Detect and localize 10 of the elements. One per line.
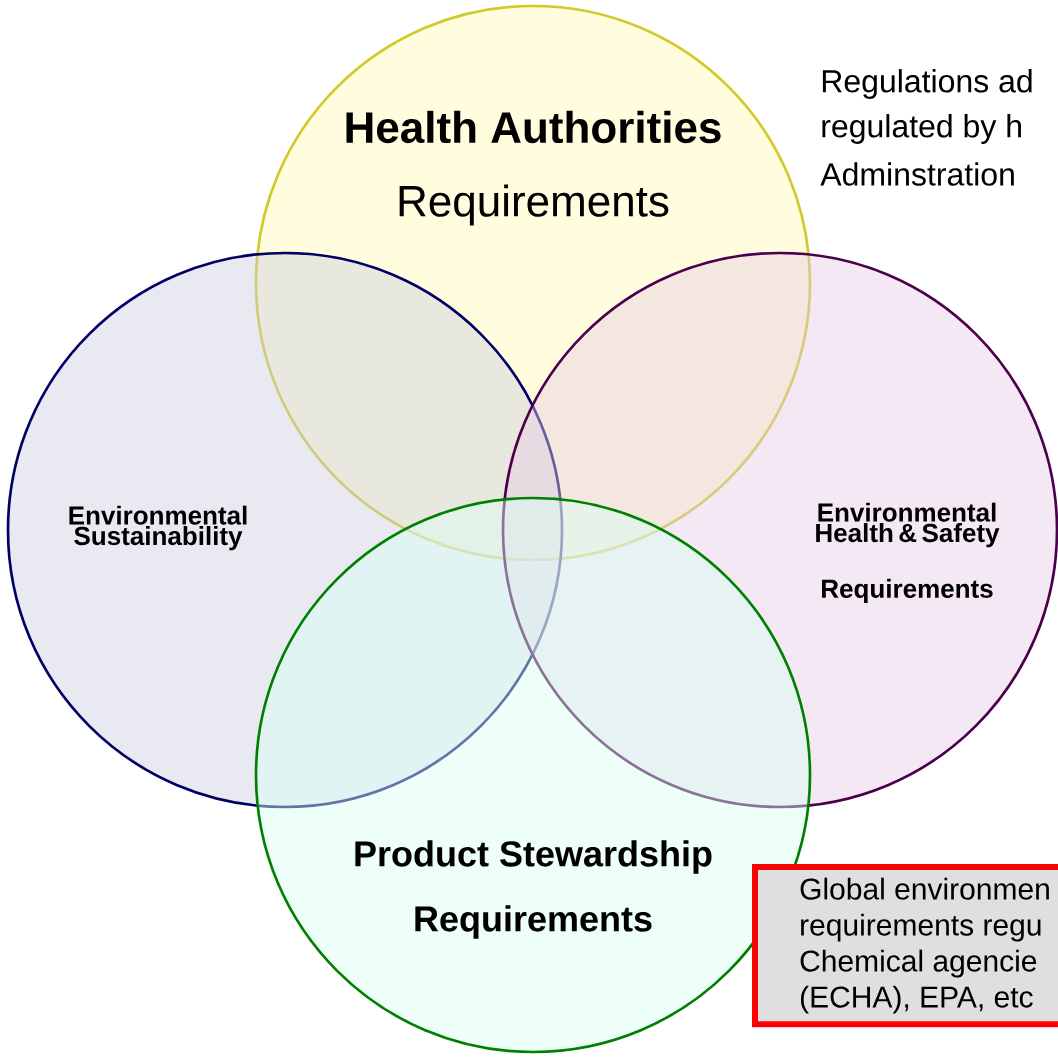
circle-label: Requirements — [415, 905, 652, 939]
circle-label: Environmental Sustainability — [69, 505, 247, 551]
circle-label: Environmental Health & Safety — [816, 502, 1000, 548]
circle-label: Health Authorities — [346, 110, 721, 144]
circle-label: Requirements — [822, 578, 993, 604]
circle-label: Requirements — [399, 184, 669, 226]
note-text: Adminstration — [820, 162, 1014, 186]
circle-label: Product Stewardship — [355, 840, 712, 874]
venn-circle — [501, 251, 1058, 809]
note-box: Global environmen requirements regu Chemical agencie (ECHA), EPA, etc — [752, 864, 1058, 1028]
